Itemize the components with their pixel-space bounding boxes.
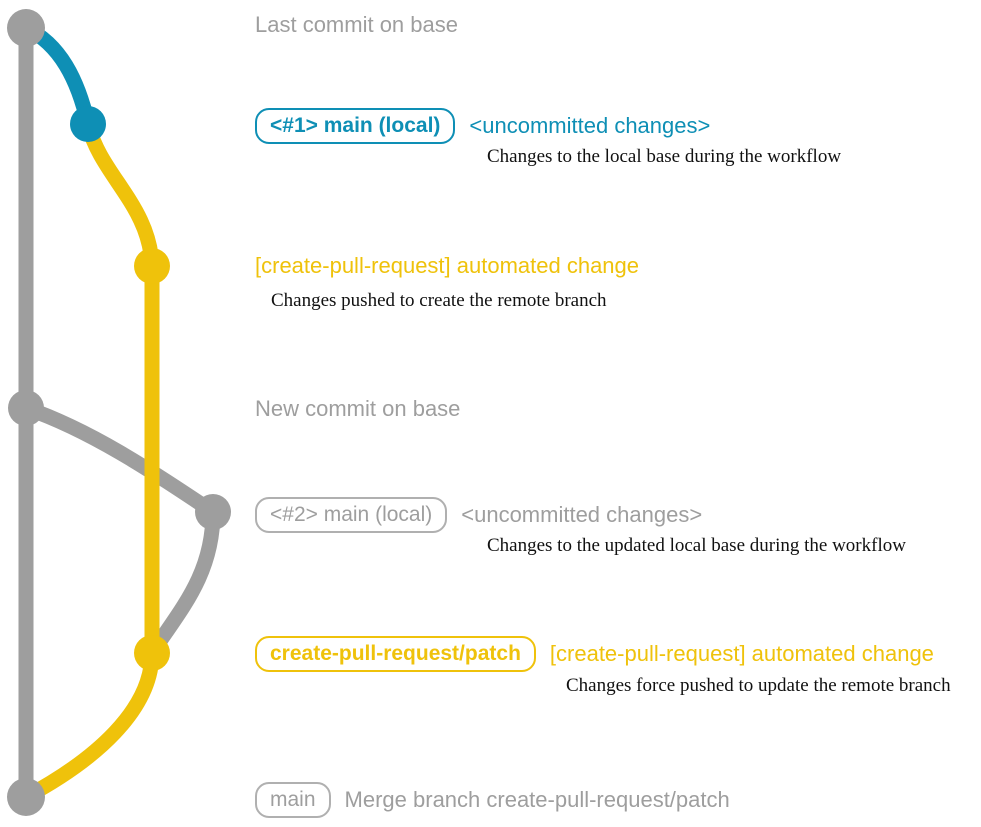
base-to-local2-path (18, 400, 221, 520)
subject-automated-change-1: [create-pull-request] automated change (255, 253, 640, 278)
node-patch-2 (134, 635, 170, 671)
row-merge: main Merge branch create-pull-request/pa… (255, 782, 730, 818)
badge-main-local-2[interactable]: <#2> main (local) (255, 497, 448, 533)
node-base-head (7, 9, 45, 47)
subject-uncommitted-changes-2: <uncommitted changes> (461, 502, 703, 527)
note-patch-2: Changes force pushed to update the remot… (566, 675, 951, 696)
node-patch-1 (134, 248, 170, 284)
node-base-new (8, 390, 44, 426)
row-local-2: <#2> main (local) <uncommitted changes> (255, 497, 702, 533)
commit-nodes (7, 9, 231, 816)
badge-create-pull-request-patch[interactable]: create-pull-request/patch (255, 636, 536, 672)
node-local-1 (70, 106, 106, 142)
row-patch-2: create-pull-request/patch [create-pull-r… (255, 636, 934, 672)
subject-merge-branch: Merge branch create-pull-request/patch (344, 787, 730, 812)
label-last-commit-on-base: Last commit on base (255, 12, 458, 37)
note-local-1: Changes to the local base during the wor… (487, 146, 842, 167)
badge-main[interactable]: main (255, 782, 331, 818)
badge-main-local-1[interactable]: <#1> main (local) (255, 108, 456, 144)
note-local-2: Changes to the updated local base during… (487, 535, 906, 556)
node-base-merge (7, 778, 45, 816)
note-patch-1: Changes pushed to create the remote bran… (271, 290, 607, 311)
row-local-1: <#1> main (local) <uncommitted changes> (255, 108, 710, 144)
subject-uncommitted-changes-1: <uncommitted changes> (469, 113, 711, 138)
node-local-2 (195, 494, 231, 530)
local2-to-patch2-path (144, 504, 221, 661)
label-new-commit-on-base: New commit on base (255, 396, 461, 421)
subject-automated-change-2: [create-pull-request] automated change (549, 641, 934, 666)
